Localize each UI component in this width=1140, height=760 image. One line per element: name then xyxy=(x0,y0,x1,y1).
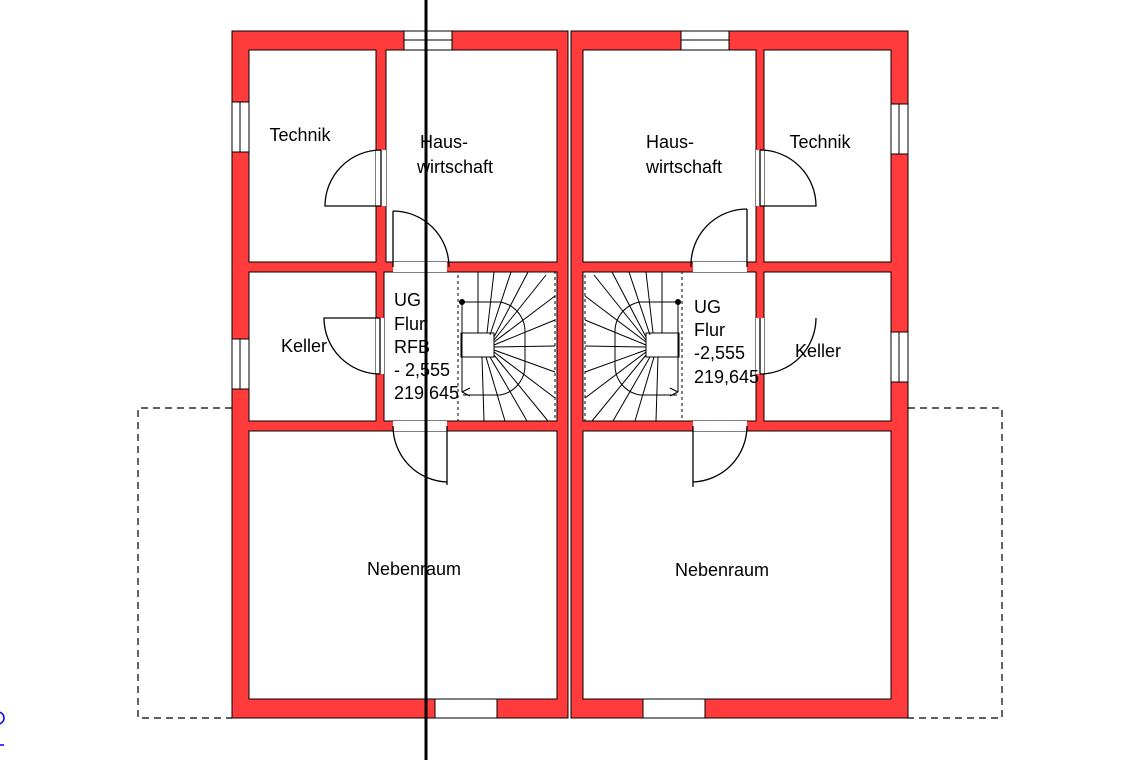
label-keller-right: Keller xyxy=(795,341,841,361)
labels-left-unit: Technik Haus- wirtschaft Keller UG Flur … xyxy=(269,125,493,579)
right-terrace-outline xyxy=(908,407,1003,719)
label-flur-right-1: UG xyxy=(694,297,721,317)
door-left-keller xyxy=(323,317,381,375)
label-haus-left-1: Haus- xyxy=(420,132,468,152)
dashed-outlines xyxy=(137,407,1003,719)
label-keller-left: Keller xyxy=(281,336,327,356)
door-left-technik xyxy=(324,149,382,207)
door-right-nebenraum xyxy=(692,425,748,487)
window-right-bottom xyxy=(642,698,706,719)
label-flur-right-4: 219,645 xyxy=(694,367,759,387)
label-flur-left-4: - 2,555 xyxy=(394,360,450,380)
label-haus-left-2: wirtschaft xyxy=(416,157,493,177)
door-right-keller xyxy=(759,317,817,375)
windows xyxy=(231,30,909,719)
labels-right-unit: Technik Haus- wirtschaft Keller UG Flur … xyxy=(645,132,852,580)
door-right-haus xyxy=(690,208,748,268)
label-technik-left: Technik xyxy=(269,125,331,145)
stairs-left xyxy=(457,271,556,422)
doors xyxy=(323,149,817,487)
stairs-right xyxy=(584,271,683,422)
door-right-technik xyxy=(759,149,817,207)
walls xyxy=(231,30,909,719)
label-flur-left-3: RFB xyxy=(394,337,430,357)
left-terrace-outline xyxy=(137,407,232,719)
label-nebenraum-right: Nebenraum xyxy=(675,560,769,580)
marker-circle-icon xyxy=(0,711,5,746)
label-technik-right: Technik xyxy=(789,132,851,152)
label-flur-left-2: Flur xyxy=(394,314,425,334)
label-nebenraum-left: Nebenraum xyxy=(367,559,461,579)
window-left-bottom xyxy=(434,698,498,719)
label-haus-right-1: Haus- xyxy=(646,132,694,152)
door-left-haus xyxy=(392,210,450,268)
label-flur-right-2: Flur xyxy=(694,320,725,340)
label-haus-right-2: wirtschaft xyxy=(645,157,722,177)
label-flur-left-1: UG xyxy=(394,290,421,310)
door-left-nebenraum xyxy=(392,425,448,485)
label-flur-right-3: -2,555 xyxy=(694,343,745,363)
